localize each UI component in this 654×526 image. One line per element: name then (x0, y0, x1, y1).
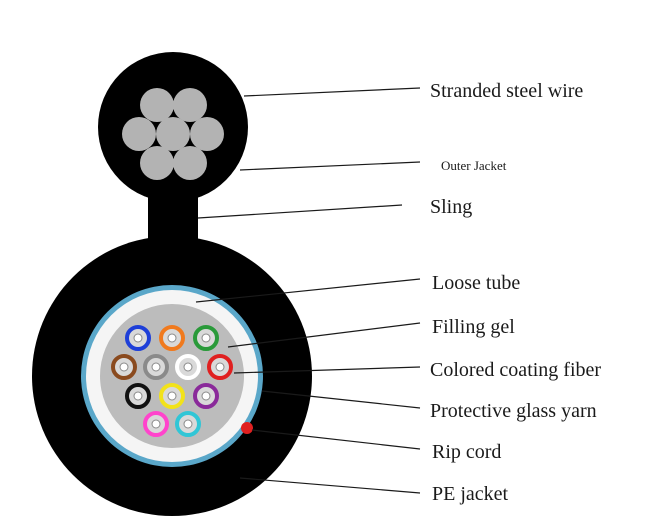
label-sling: Sling (430, 196, 472, 218)
label-rip-cord: Rip cord (432, 441, 501, 463)
label-protective-glass-yarn: Protective glass yarn (430, 400, 597, 422)
colored-fiber (159, 325, 185, 351)
colored-fiber (207, 354, 233, 380)
stranded-steel-wire (122, 88, 224, 180)
colored-fiber (125, 325, 151, 351)
colored-fiber (175, 354, 201, 380)
rip-cord (241, 422, 253, 434)
colored-fiber (125, 383, 151, 409)
colored-fiber (143, 354, 169, 380)
label-colored-coating-fiber: Colored coating fiber (430, 359, 601, 381)
leader-lines (195, 87, 421, 494)
label-stranded-steel-wire: Stranded steel wire (430, 80, 583, 102)
colored-fiber (159, 383, 185, 409)
label-outer-jacket: Outer Jacket (441, 158, 507, 173)
colored-fiber (193, 325, 219, 351)
label-pe-jacket: PE jacket (432, 483, 509, 505)
colored-fiber (111, 354, 137, 380)
colored-fiber (143, 411, 169, 437)
colored-coating-fibers (111, 325, 233, 437)
label-loose-tube: Loose tube (432, 272, 520, 294)
label-filling-gel: Filling gel (432, 316, 515, 338)
colored-fiber (193, 383, 219, 409)
colored-fiber (175, 411, 201, 437)
